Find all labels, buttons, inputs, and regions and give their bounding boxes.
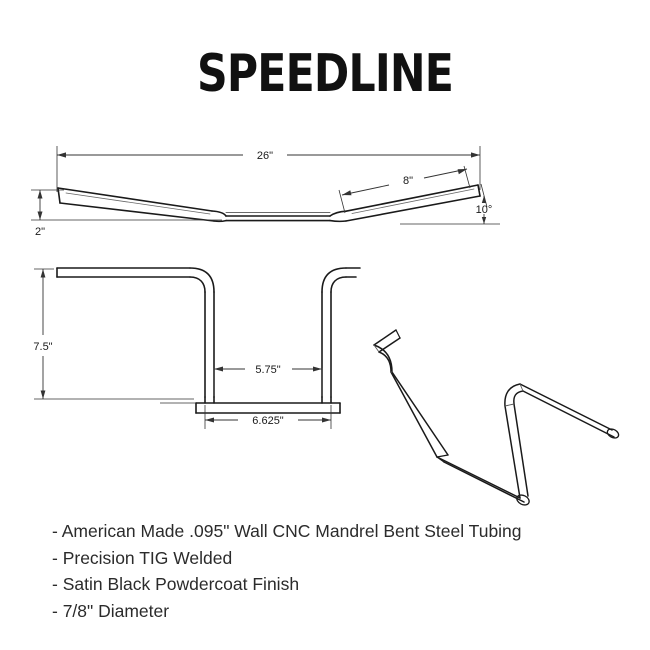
dimension-5-75-inch: 5.75": [213, 364, 323, 396]
dimension-label-7-5: 7.5": [33, 341, 52, 353]
spec-item-finish: - Satin Black Powdercoat Finish: [52, 574, 300, 594]
dimension-label-6-625: 6.625": [252, 415, 284, 427]
top-view-handlebar-outline: [57, 184, 481, 223]
spec-item-welding: - Precision TIG Welded: [52, 547, 233, 568]
dimension-2-inch: 2": [31, 189, 222, 238]
dimension-label-8: 8": [403, 175, 413, 187]
dimension-7-5-inch: 7.5": [33, 268, 194, 400]
front-view: 7.5" 5.75" 6.625": [33, 267, 361, 429]
dimension-label-26: 26": [257, 150, 273, 162]
isometric-view: [373, 329, 620, 506]
dimension-8-inch: 8": [338, 165, 471, 214]
dimension-label-10deg: 10°: [476, 204, 493, 216]
dimension-label-2: 2": [35, 226, 45, 238]
spec-item-diameter: - 7/8" Diameter: [52, 600, 170, 621]
dimension-6-625-inch: 6.625": [204, 405, 332, 429]
front-view-handlebar-outline: [56, 267, 361, 414]
dimension-26-inch: 26": [56, 146, 481, 192]
page-title: SPEEDLINE: [196, 44, 454, 104]
spec-item-material: - American Made .095" Wall CNC Mandrel B…: [52, 521, 522, 541]
top-view: 26" 2" 8": [31, 146, 500, 238]
dimension-10-degrees: 10°: [400, 183, 500, 225]
spec-list: - American Made .095" Wall CNC Mandrel B…: [52, 518, 632, 624]
dimension-label-5-75: 5.75": [255, 364, 280, 376]
